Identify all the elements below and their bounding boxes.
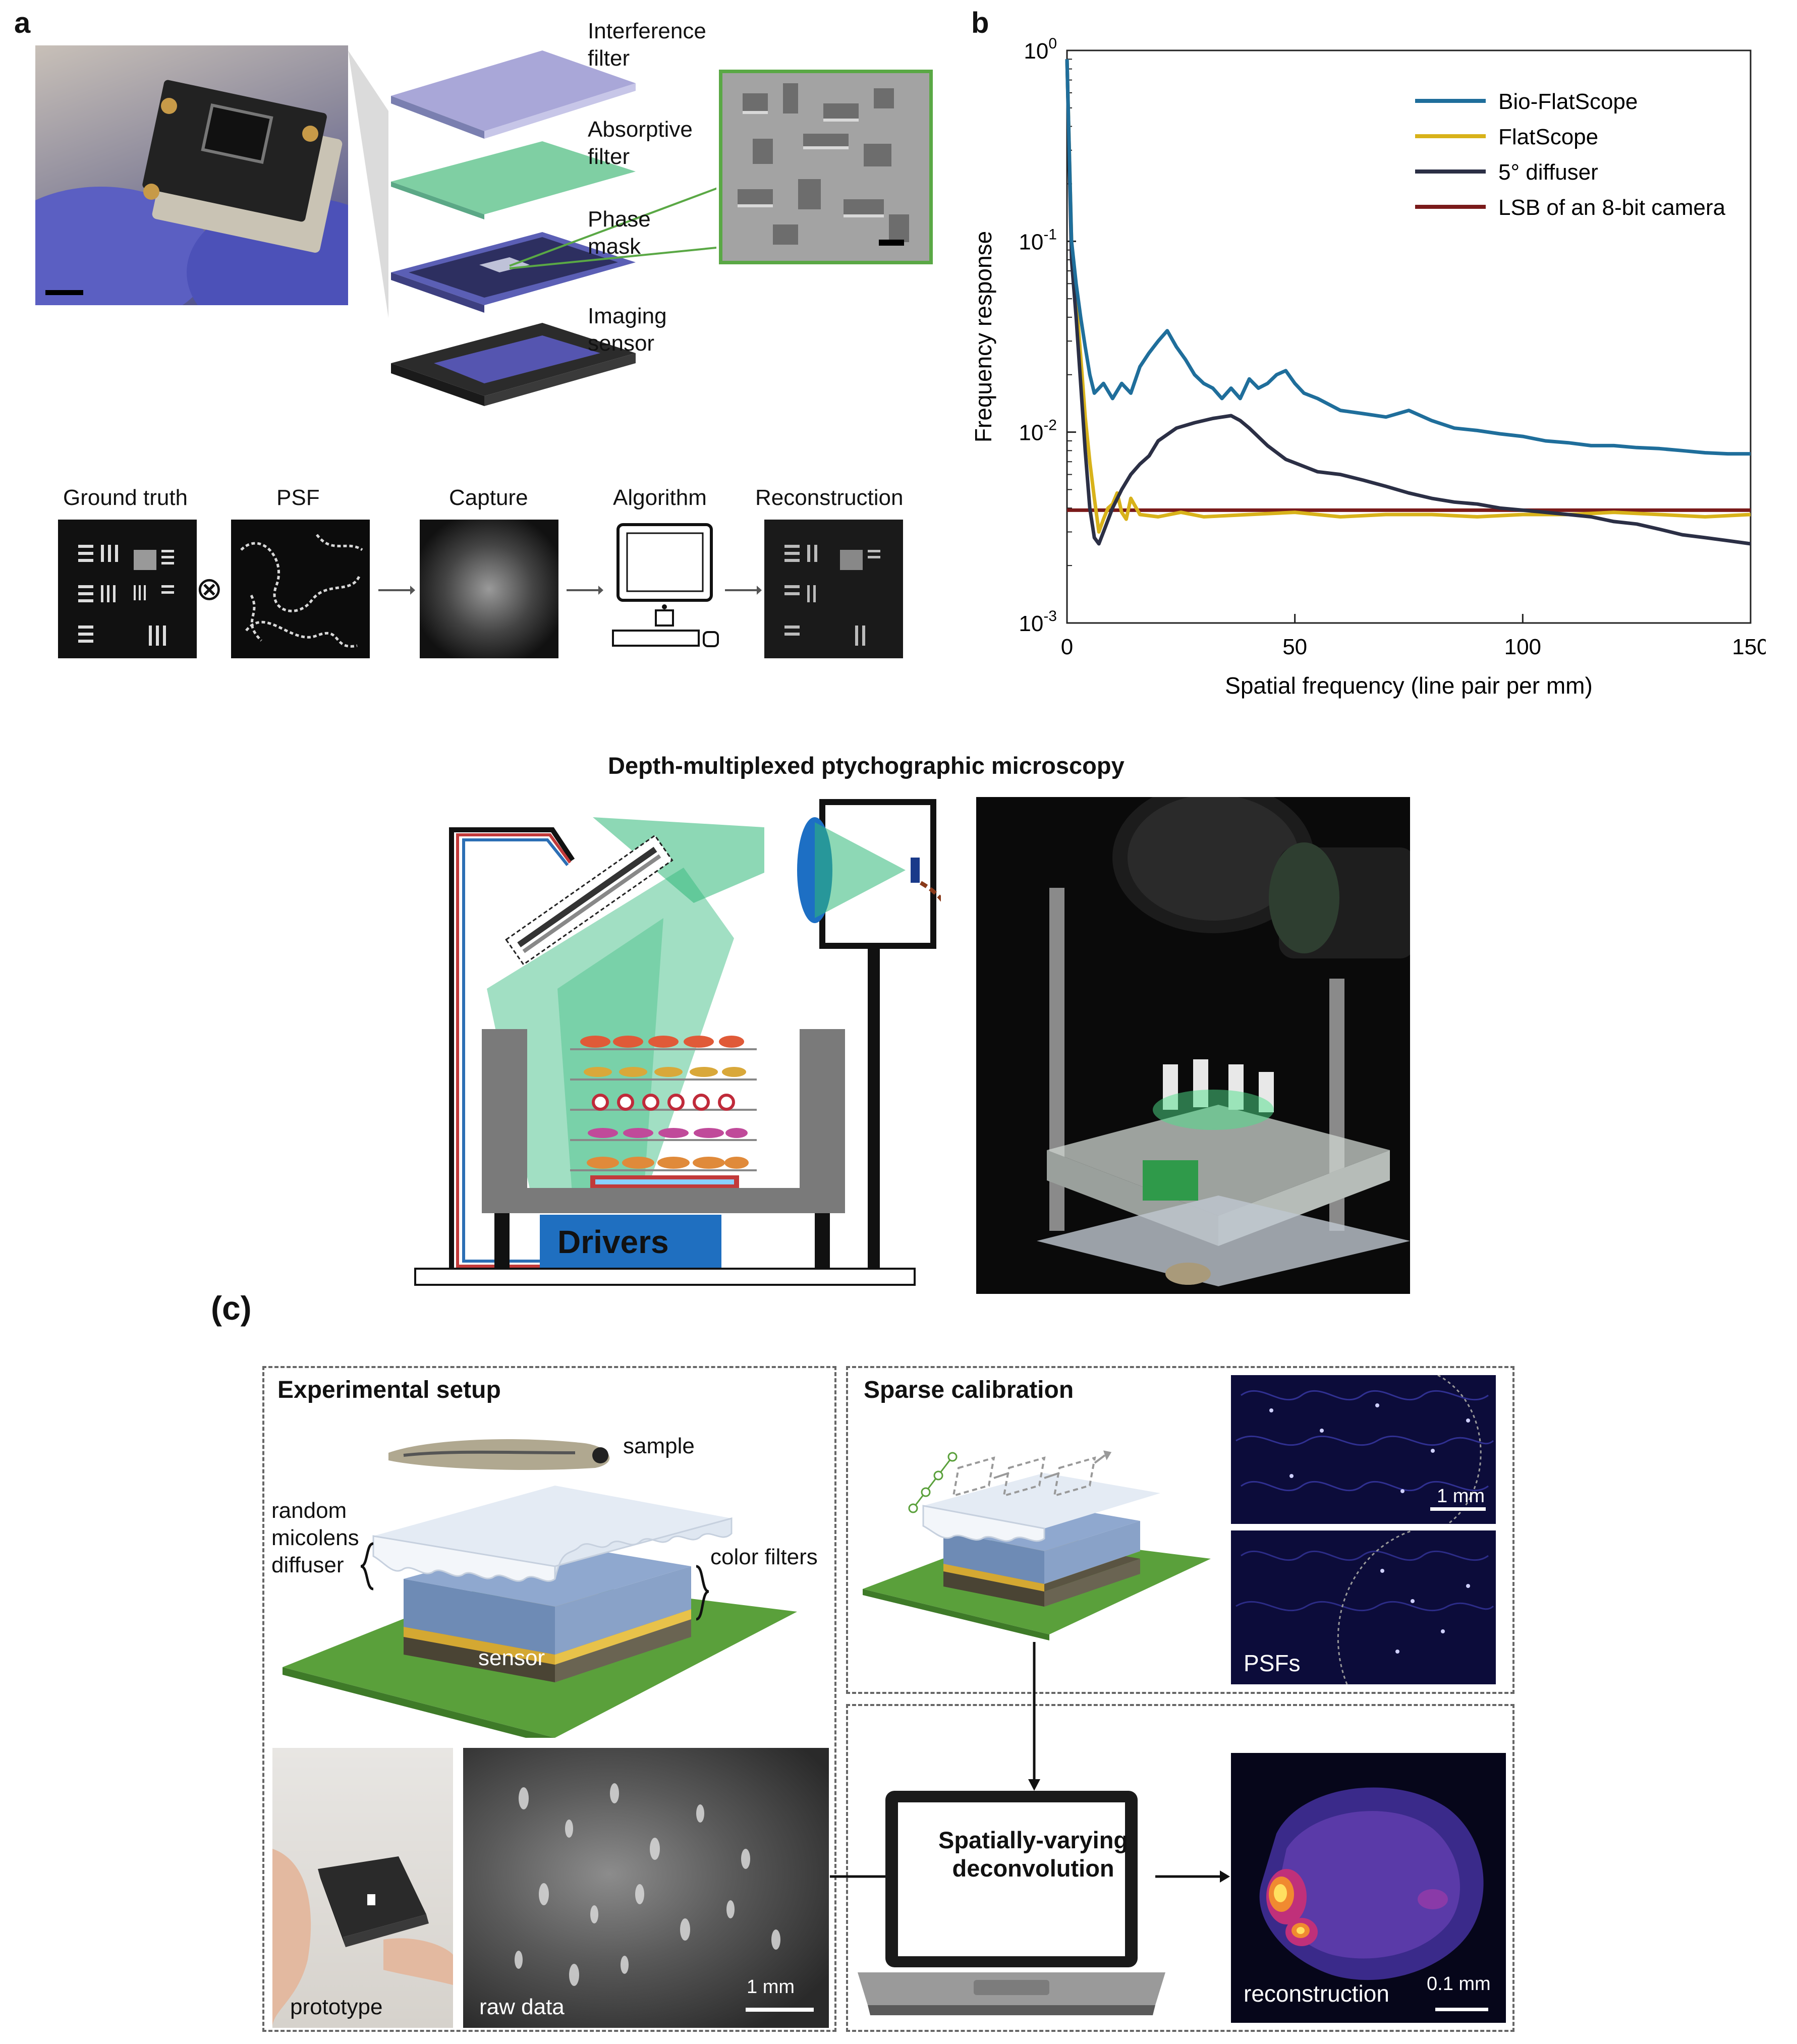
prototype-label: prototype	[290, 1995, 383, 2019]
pipeline-label-capture: Capture	[449, 485, 528, 510]
raw-data-scale-label: 1 mm	[747, 1976, 795, 1998]
pipeline-label-ground-truth: Ground truth	[63, 485, 188, 510]
color-filters-label: color filters	[710, 1545, 818, 1569]
experimental-setup-box	[262, 1366, 836, 2032]
sem-texture	[722, 73, 929, 261]
computer-icon	[612, 523, 719, 647]
x-tick-label: 100	[1504, 635, 1541, 659]
x-tick-label: 0	[1061, 635, 1073, 659]
arrow-laptop-to-reconstruction	[1155, 1870, 1230, 1883]
psf-top-art	[1236, 1375, 1494, 1524]
legend-label-1: FlatScope	[1498, 125, 1598, 149]
y-tick-label: 10-1	[1019, 226, 1057, 254]
layer-label-phase-mask: Phase mask	[588, 207, 651, 259]
convolve-symbol: ⊗	[196, 571, 223, 607]
deconvolution-label: Spatially-varying deconvolution	[938, 1827, 1129, 1882]
experimental-setup-diagram	[283, 1439, 797, 1738]
layer-stack-diagram	[348, 50, 716, 406]
chart-y-axis-label: Frequency response	[970, 231, 996, 442]
chart-plot-frame	[1066, 49, 1752, 624]
raw-data-image	[463, 1748, 829, 2028]
y-tick-label: 100	[1024, 35, 1057, 64]
panel-b-letter: b	[971, 7, 989, 39]
chart-axes: 0 50 100 150 10-3 10-2 10-1 100	[1019, 35, 1766, 659]
psf-scale-label: 1 mm	[1437, 1486, 1485, 1507]
capture-image	[420, 520, 558, 658]
psfs-label: PSFs	[1244, 1650, 1301, 1676]
pipeline-arrow-3	[725, 586, 762, 595]
layer-label-interference: Interference filter	[588, 19, 706, 71]
ground-truth-target	[58, 520, 197, 658]
pipeline-label-psf: PSF	[276, 485, 320, 510]
y-tick-label: 10-3	[1019, 608, 1057, 636]
series-line-2	[1065, 59, 1751, 546]
zoom-line-bottom	[509, 246, 716, 269]
device-photo-art	[35, 80, 348, 305]
pipeline-label-algorithm: Algorithm	[613, 485, 707, 510]
legend-label-2: 5° diffuser	[1498, 160, 1598, 185]
chart-series-group	[1065, 59, 1751, 546]
laptop-diagram	[858, 1791, 1165, 2015]
prototype-photo	[272, 1748, 453, 2028]
chart-x-axis-label: Spatial frequency (line pair per mm)	[1225, 672, 1593, 699]
zoom-line-top	[509, 187, 716, 267]
reconstruction-heatmap-art	[1259, 1787, 1488, 2011]
middle-panel-title: Depth-multiplexed ptychographic microsco…	[608, 752, 1125, 779]
reconstruction-label: reconstruction	[1244, 1980, 1389, 2007]
psf-image	[231, 520, 370, 658]
drivers-label: Drivers	[557, 1224, 669, 1260]
microscope-photo	[976, 797, 1410, 1294]
phase-mask-sem-inset	[719, 70, 933, 264]
raw-data-label: raw data	[479, 1995, 565, 2019]
sensor-label: sensor	[478, 1645, 545, 1670]
ptychographic-microscope-schematic	[414, 799, 941, 1286]
psf-image-top	[1231, 1375, 1496, 1524]
reconstruction-heatmap	[1231, 1753, 1506, 2023]
frequency-response-chart: 0 50 100 150 10-3 10-2 10-1 100 Bio-FlatScopeFl…	[970, 35, 1766, 699]
pipeline-label-reconstruction: Reconstruction	[755, 485, 904, 510]
legend-label-3: LSB of an 8-bit camera	[1498, 195, 1726, 220]
panel-a-letter: a	[14, 7, 31, 39]
prototype-photo-art	[272, 1849, 453, 2028]
pipeline-arrow-2	[567, 586, 603, 595]
sparse-calibration-box	[846, 1366, 1514, 1694]
sample-label: sample	[623, 1434, 695, 1458]
series-line-1	[1065, 59, 1751, 534]
pipeline-arrow-1	[378, 586, 415, 595]
deconvolution-box	[846, 1704, 1514, 2032]
reconstruction-image	[764, 520, 903, 658]
reconstruction-scale-label: 0.1 mm	[1427, 1973, 1491, 1995]
layer-label-absorptive: Absorptive filter	[588, 117, 693, 169]
diffuser-label: random micolens diffuser	[271, 1498, 359, 1577]
arrow-calibration-to-laptop	[1028, 1642, 1040, 1791]
calibration-diagram	[863, 1450, 1211, 1640]
psf-image-bottom	[1231, 1530, 1496, 1684]
x-tick-label: 150	[1732, 635, 1766, 659]
experimental-setup-title: Experimental setup	[277, 1377, 501, 1403]
psf-bottom-art	[1236, 1530, 1494, 1684]
raw-data-speckles	[515, 1783, 814, 2012]
series-line-0	[1065, 59, 1751, 456]
x-tick-label: 50	[1282, 635, 1307, 659]
legend-label-0: Bio-FlatScope	[1498, 89, 1638, 114]
microscope-photo-art	[1037, 797, 1410, 1286]
panel-c-letter: (c)	[211, 1289, 252, 1327]
y-tick-label: 10-2	[1019, 417, 1057, 445]
layer-label-imaging-sensor: Imaging sensor	[588, 304, 667, 356]
sparse-calibration-title: Sparse calibration	[864, 1377, 1074, 1403]
device-photo	[35, 45, 348, 305]
